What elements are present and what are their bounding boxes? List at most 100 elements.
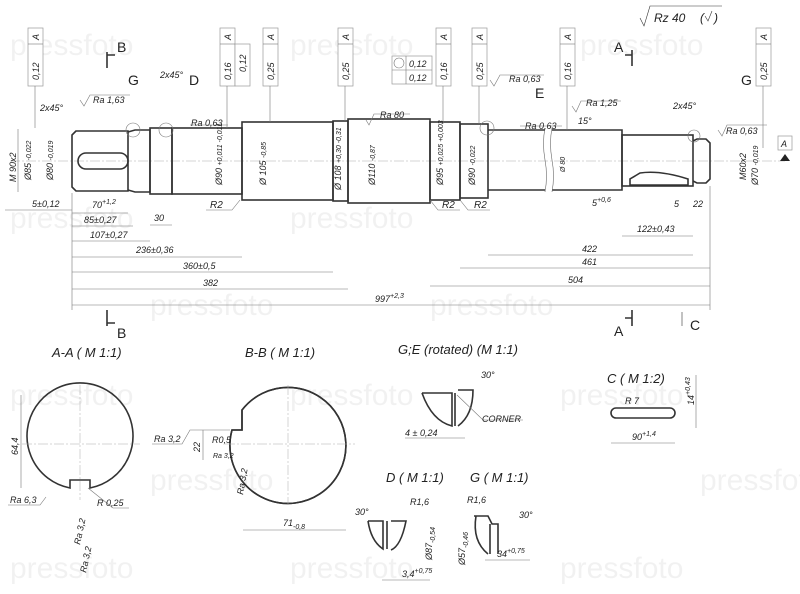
dimension-label: R 7 — [625, 396, 640, 406]
dimension-label: 64,4 — [10, 437, 20, 455]
length-dimensions: 5±0,12 70+1,2 85±0,27 30 107±0,27 236±0,… — [5, 186, 711, 310]
dimension-label: pressfoto — [150, 289, 273, 322]
dimension-label: A — [223, 34, 233, 41]
dimension-label: Ra 0,63 — [726, 126, 758, 136]
dimension-label: 461 — [582, 257, 597, 267]
watermarks: pressfoto pressfoto pressfoto pressfoto … — [10, 29, 800, 585]
shaft-profile — [71, 118, 711, 204]
gdt-frame: A 0,16 0,12 — [219, 27, 251, 128]
dimension-label: 122±0,43 — [637, 224, 674, 234]
dimension-label: 22 — [692, 199, 703, 209]
gdt-frame: A 0,16 — [435, 27, 452, 124]
dimension-label: C — [690, 317, 700, 333]
dimension-label: 360±0,5 — [183, 261, 216, 271]
dimension-label: Ø70 -0,019 — [750, 146, 760, 186]
gdt-frame: 0,12 0,12 — [391, 55, 433, 85]
dimension-label: 22 — [192, 442, 202, 453]
dimension-label: Ra 3,2 — [154, 434, 181, 444]
keyway-slot-left — [77, 152, 129, 170]
dimension-label: 107±0,27 — [90, 230, 128, 240]
dimension-label: Ra 3,2 — [72, 517, 87, 545]
dimension-label: Ø57-0,46 — [457, 532, 470, 566]
section-markers: B B A A C G D E G A — [106, 39, 793, 341]
dimension-label: Ra 1,63 — [93, 95, 125, 105]
dimension-label: pressfoto — [150, 464, 273, 497]
dimension-label: 0,16 — [563, 62, 573, 80]
dimension-label: Ra 6,3 — [10, 495, 37, 505]
dimension-label: pressfoto — [700, 464, 800, 497]
dimension-label: 30° — [519, 510, 533, 520]
gdt-frame: A 0,16 — [559, 27, 576, 130]
chamfer-labels: 2x45° 2x45° 2x45° 15° — [39, 70, 697, 126]
dimension-label: 0,12 — [409, 73, 427, 83]
dimension-label: 0,25 — [266, 61, 276, 80]
dimension-label: Ø 108 +0,30 -0,31 — [333, 127, 343, 191]
dimension-label: R1,6 — [467, 495, 486, 505]
dimension-label: A — [614, 323, 624, 339]
dimension-label: ( — [700, 11, 706, 25]
dimension-label: M 90x2 — [8, 152, 18, 182]
dimension-label: R2 — [442, 200, 455, 211]
dimension-label: 30° — [355, 507, 369, 517]
dimension-label: CORNER — [482, 414, 522, 424]
dimension-label: Ø 105 -0,85 — [258, 142, 268, 186]
dimension-label: Ø90 -0,022 — [467, 146, 477, 186]
section-a-a: A-A ( M 1:1) 64,4 Ra 6,3 R 0,25 Ra 3,2 R… — [8, 345, 140, 573]
dimension-label: 236±0,36 — [135, 245, 173, 255]
dimension-label: ) — [712, 11, 718, 25]
dimension-label: 5±0,12 — [32, 199, 59, 209]
dimension-label: pressfoto — [580, 29, 703, 62]
detail-g-e: G;E (rotated) (M 1:1) 30° CORNER 4 ± 0,2… — [398, 342, 523, 439]
dimension-label: R0,5 — [212, 435, 232, 445]
dimension-label: B — [117, 325, 126, 341]
dimension-label: 0,12 — [238, 54, 248, 72]
dimension-label: A — [759, 34, 769, 41]
dimension-label: Ra 1,25 — [586, 98, 619, 108]
dimension-label: G — [128, 72, 139, 88]
dimension-label: G ( M 1:1) — [470, 470, 529, 485]
dimension-label: M60x2 — [738, 153, 748, 180]
dimension-label: A — [780, 139, 787, 149]
gdt-frame: A 0,25 — [262, 27, 279, 122]
dimension-label: A — [439, 34, 449, 41]
dimension-label: 504 — [568, 275, 583, 285]
dimension-label: 14+0,43 — [685, 377, 696, 405]
radius-labels: R2 R2 R2 — [206, 199, 490, 211]
dimension-label: Ø 80 — [560, 157, 567, 173]
dimension-label: 2x45° — [159, 70, 184, 80]
dimension-label: R 0,25 — [97, 498, 125, 508]
dimension-label: Ra 0,63 — [509, 74, 541, 84]
dimension-label: R2 — [474, 200, 487, 211]
dimension-label: E — [535, 85, 544, 101]
dimension-label: 0,25 — [475, 61, 485, 80]
dimension-label: 0,12 — [31, 62, 41, 80]
dimension-label: 90+1,4 — [632, 431, 656, 442]
dimension-label: 2x45° — [672, 101, 697, 111]
gdt-frame: A 0,12 — [27, 27, 44, 128]
dimension-label: pressfoto — [560, 552, 683, 585]
dimension-label: pressfoto — [290, 202, 413, 235]
dimension-label: 0,16 — [223, 62, 233, 80]
dimension-label: A — [31, 34, 41, 41]
gdt-frame: A 0,25 — [471, 27, 488, 124]
general-roughness-symbol: Rz 40 ( ) — [639, 5, 722, 27]
dimension-label: D ( M 1:1) — [386, 470, 444, 485]
dimension-label: Ø85 -0,022 — [23, 141, 33, 181]
dimension-label: 5+0,6 — [592, 197, 611, 208]
roughness-callouts: Ra 1,63 Ra 0,63 Ra 80 Ra 0,63 Ra 0,63 Ra… — [79, 74, 767, 137]
detail-c: C ( M 1:2) R 7 90+1,4 14+0,43 — [607, 371, 697, 444]
gdt-frames: A 0,12 A 0,16 0,12 A 0,25 A 0,25 0,12 — [27, 27, 772, 148]
dimension-label: A-A ( M 1:1) — [51, 345, 122, 360]
dimension-label: 997+2,3 — [375, 293, 404, 304]
dimension-label: Ra 80 — [380, 110, 404, 120]
dimension-label: Ø95 +0,025 +0,003 — [435, 120, 445, 186]
dimension-label: 34+0,75 — [497, 548, 525, 559]
dimension-label: A — [614, 39, 624, 55]
dimension-label: Ra 3,2 — [213, 453, 234, 460]
dimension-label: Ø87-0,54 — [424, 527, 437, 561]
dimension-label: B-B ( M 1:1) — [245, 345, 315, 360]
diameter-labels: M 90x2 Ø85 -0,022 Ø80 -0,019 Ø90 +0,011 … — [8, 120, 760, 192]
dimension-label: pressfoto — [10, 379, 133, 412]
dimension-label: Ø110 -0,87 — [367, 144, 377, 186]
